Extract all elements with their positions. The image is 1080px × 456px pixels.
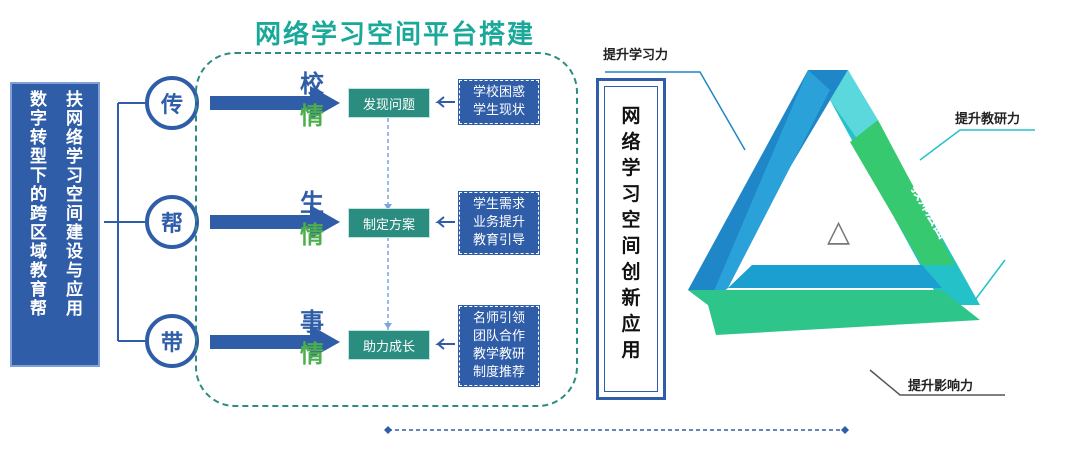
innovation-text: 网络学习空间创新应用 — [621, 105, 641, 361]
penrose-triangle — [688, 70, 980, 335]
left-bracket — [104, 102, 145, 342]
triangle-label-school: 学校层面 — [808, 330, 869, 348]
circle-chuan: 传 — [145, 76, 199, 130]
callout-learning: 提升学习力 — [603, 48, 669, 63]
qing-label-school: 校情 — [300, 70, 324, 130]
innovation-panel: 网络学习空间创新应用 — [596, 78, 666, 400]
arrow-row-2 — [210, 205, 340, 239]
side-box-school: 学校困惑 学生现状 — [458, 79, 540, 125]
qing-label-affair: 事情 — [300, 308, 324, 368]
circle-dai: 带 — [145, 314, 199, 368]
side-box-student: 学生需求 业务提升 教育引导 — [458, 191, 540, 255]
step-make-plan: 制定方案 — [348, 208, 430, 238]
arrow-row-1 — [210, 86, 340, 120]
callout-teaching-research: 提升教研力 — [955, 112, 1021, 127]
step-help-grow: 助力成长 — [348, 330, 430, 360]
circle-bang: 帮 — [145, 195, 199, 249]
left-title-col-right: 扶网络学习空间建设与应用 — [62, 90, 82, 318]
callout-influence: 提升影响力 — [908, 379, 974, 394]
arrow-row-3 — [210, 325, 340, 359]
triangle-center-symbol: △ — [827, 214, 851, 249]
step-discover-problem: 发现问题 — [348, 88, 430, 118]
left-title-col-left: 数字转型下的跨区域教育帮 — [26, 90, 46, 318]
platform-dashed-region — [195, 52, 578, 407]
diagram-title: 网络学习空间平台搭建 — [254, 20, 535, 50]
qing-label-student: 生情 — [300, 189, 324, 249]
left-title-panel: 扶网络学习空间建设与应用 数字转型下的跨区域教育帮 — [10, 82, 100, 367]
triangle-bottom-bar — [688, 290, 980, 335]
side-box-affair: 名师引领 团队合作 教学教研 制度推荐 — [458, 305, 540, 387]
